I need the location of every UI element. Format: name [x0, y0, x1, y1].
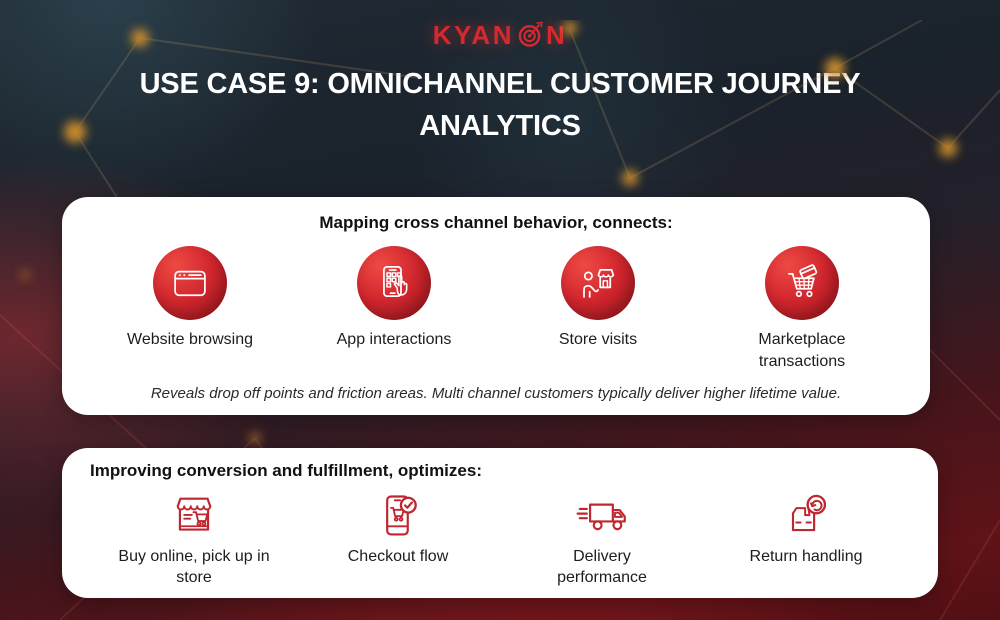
optimize-item-delivery: Delivery performance [502, 484, 702, 589]
person-storefront-icon [561, 246, 635, 320]
mapping-behavior-card: Mapping cross channel behavior, connects… [62, 197, 930, 415]
page-title: USE CASE 9: OMNICHANNEL CUSTOMER JOURNEY… [60, 63, 940, 147]
channel-item-store: Store visits [498, 246, 698, 372]
conversion-fulfillment-card: Improving conversion and fulfillment, op… [62, 448, 938, 598]
phone-checkout-check-icon [372, 484, 424, 542]
mobile-app-tap-icon [357, 246, 431, 320]
storefront-cart-icon [168, 484, 220, 542]
card1-heading: Mapping cross channel behavior, connects… [62, 213, 930, 233]
browser-window-icon [153, 246, 227, 320]
logo-text-right: N [546, 20, 567, 51]
channel-item-marketplace: Marketplace transactions [702, 246, 902, 372]
return-package-arrow-icon [780, 484, 832, 542]
optimize-item-label: Delivery performance [543, 547, 661, 589]
optimize-item-label: Return handling [750, 547, 863, 568]
card2-heading: Improving conversion and fulfillment, op… [62, 461, 938, 481]
channel-item-label: Website browsing [127, 329, 253, 351]
channel-item-label: Store visits [559, 329, 637, 351]
logo-text-left: KYAN [433, 20, 514, 51]
bullseye-arrow-icon [517, 21, 544, 48]
optimize-item-label: Buy online, pick up in store [110, 547, 278, 589]
card1-items-row: Website browsing App interactions [62, 246, 930, 372]
channel-item-website: Website browsing [90, 246, 290, 372]
optimize-item-returns: Return handling [706, 484, 906, 589]
channel-item-label: App interactions [337, 329, 452, 351]
card2-items-row: Buy online, pick up in store [62, 484, 938, 589]
channel-item-app: App interactions [294, 246, 494, 372]
channel-item-label: Marketplace transactions [716, 329, 888, 372]
optimize-item-checkout: Checkout flow [298, 484, 498, 589]
card1-insight-note: Reveals drop off points and friction are… [62, 385, 930, 402]
delivery-truck-icon [574, 484, 630, 542]
optimize-item-label: Checkout flow [348, 547, 449, 568]
optimize-item-bopis: Buy online, pick up in store [94, 484, 294, 589]
cart-credit-card-icon [765, 246, 839, 320]
kyanon-logo: KYAN N [370, 20, 630, 51]
